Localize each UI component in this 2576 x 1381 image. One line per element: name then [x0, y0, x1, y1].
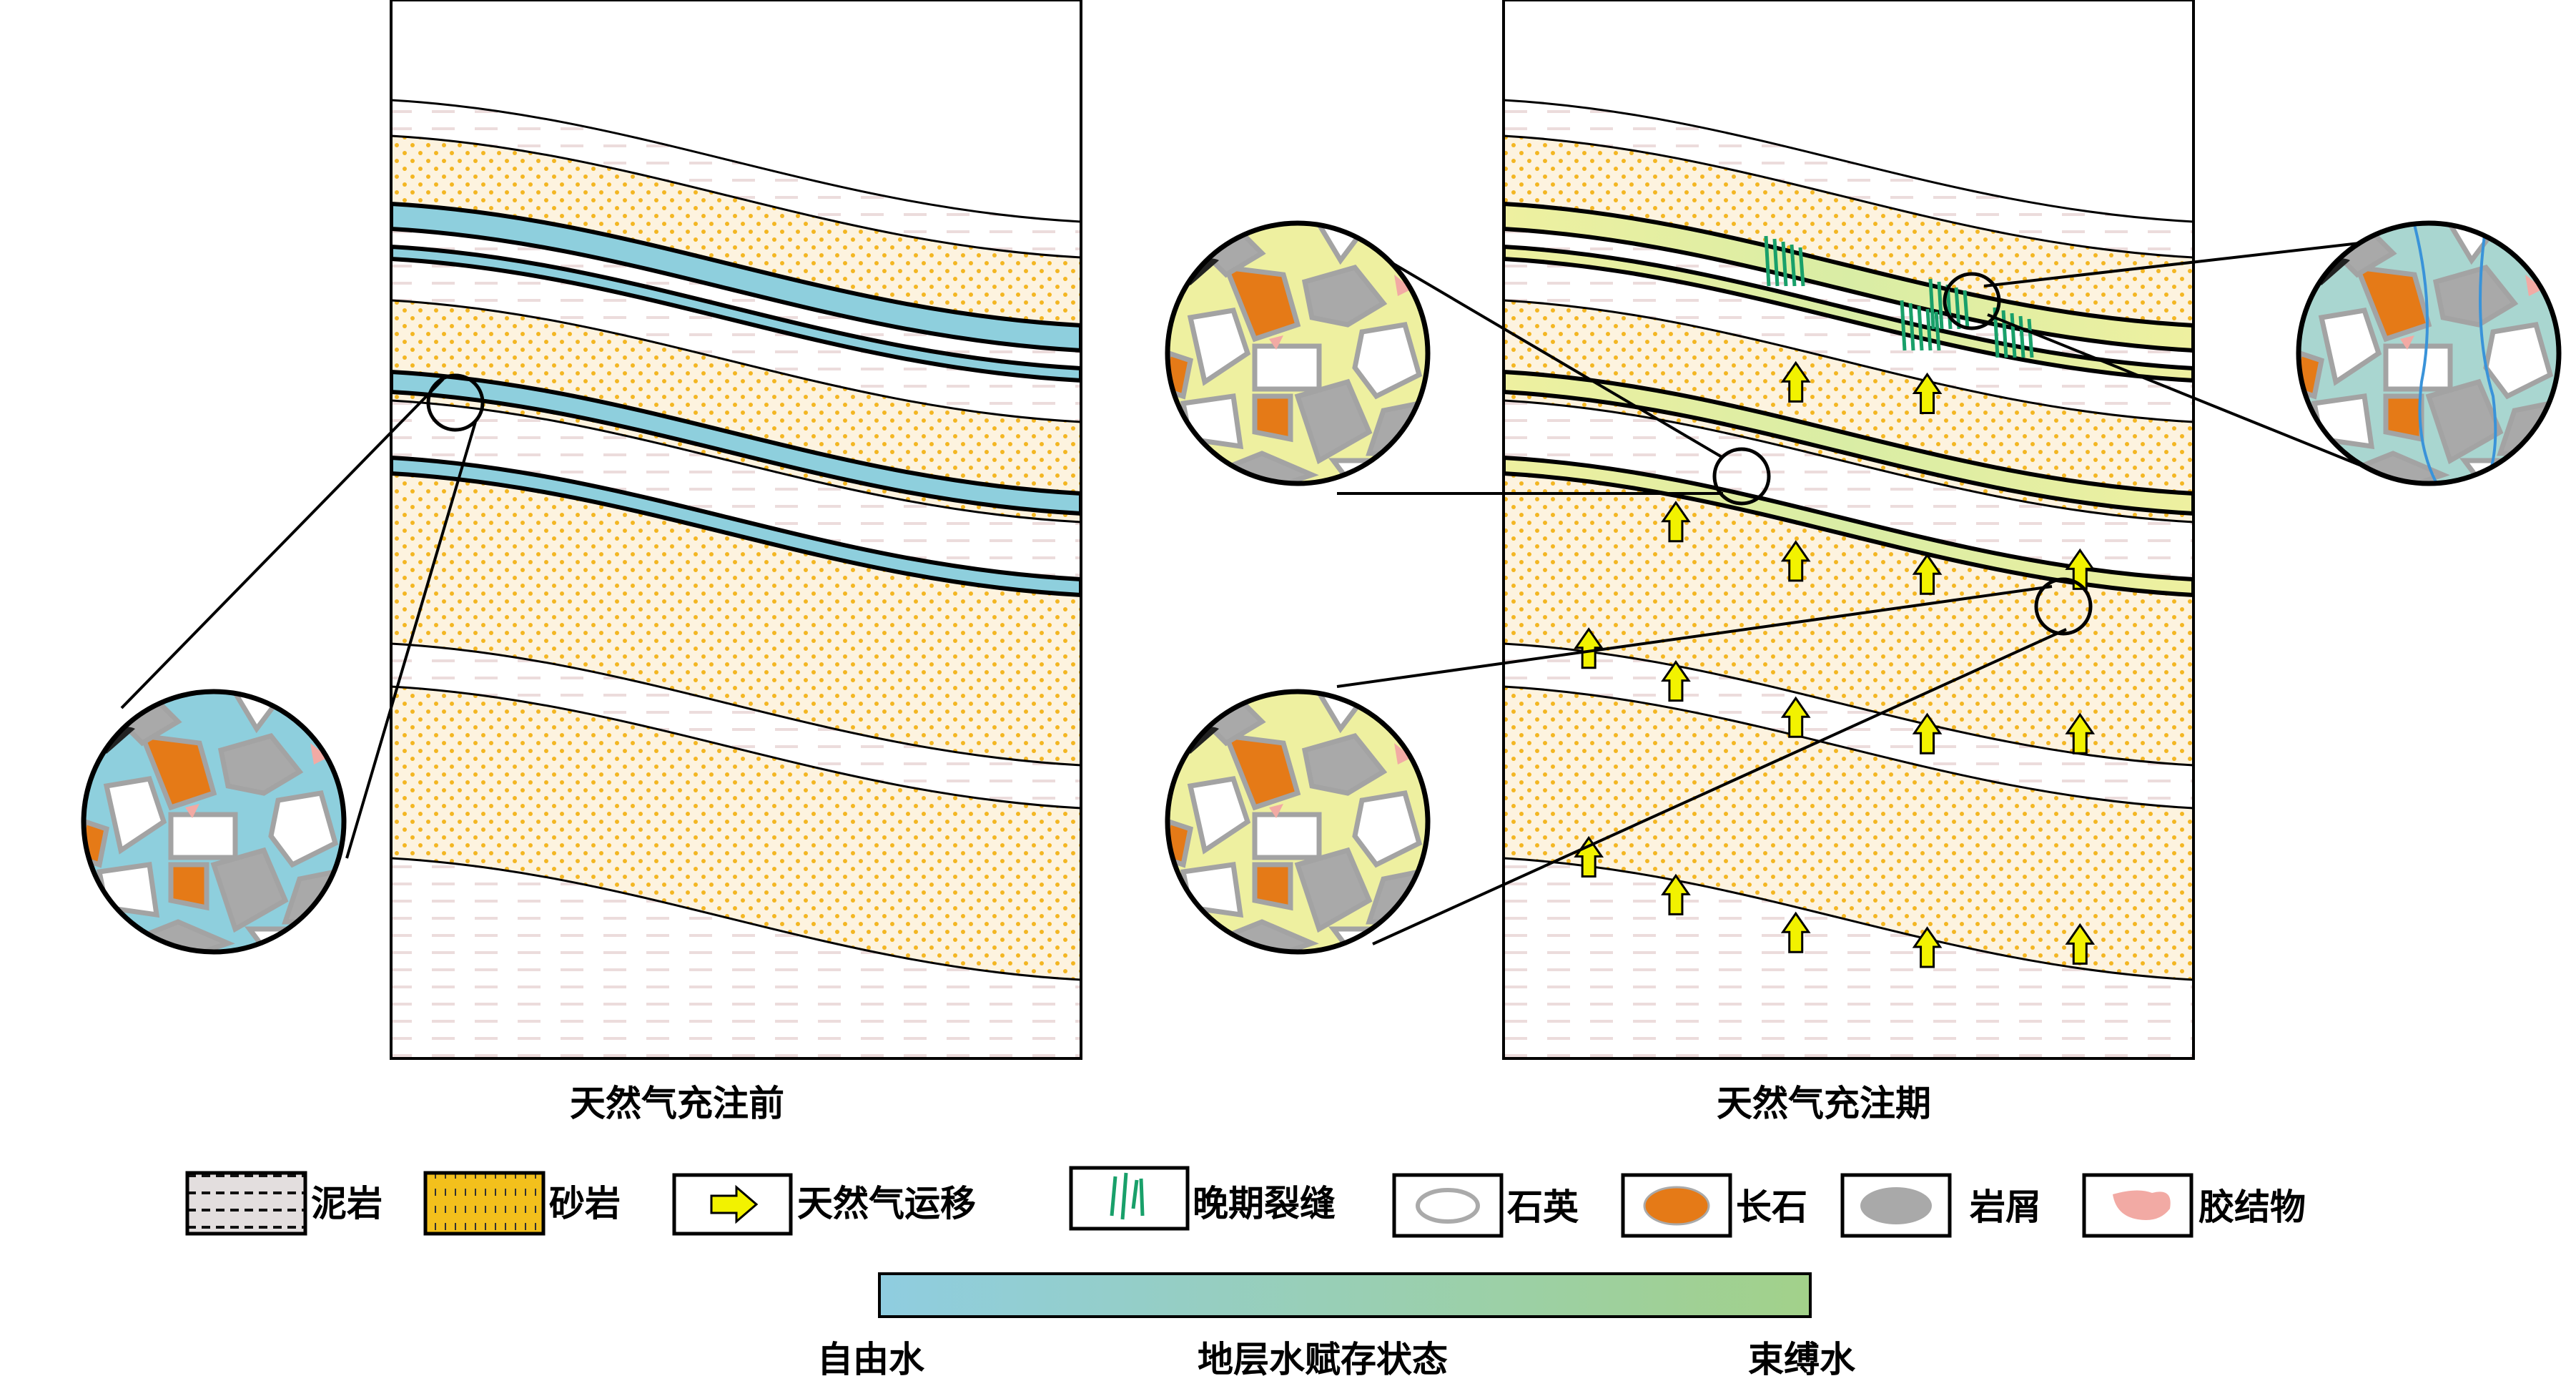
legend-label: 砂岩: [549, 1183, 621, 1224]
cement-icon: [2113, 1190, 2171, 1220]
fracture-icon: [1772, 238, 1780, 287]
fracture-icon: [2027, 318, 2034, 358]
gradient-left-label: 自由水: [817, 1339, 925, 1380]
gradient-title: 地层水赋存状态: [1198, 1339, 1448, 1380]
legend-label: 岩屑: [1970, 1186, 2041, 1228]
strata-layers: [391, 99, 1081, 1058]
bed-boundary: [1504, 642, 2193, 767]
reservoir-layer: [391, 369, 1081, 516]
sandstone-layer: [391, 136, 1081, 336]
bed-boundary: [1504, 399, 2193, 524]
bed-boundary: [1504, 857, 2193, 981]
legend-late-fracture: 晚期裂缝: [1069, 1166, 1336, 1231]
gradient-bar: [878, 1272, 1812, 1318]
feldspar-grain-icon: [1643, 1186, 1710, 1226]
fracture-icon: [1925, 308, 1933, 351]
fracture-icon: [1917, 305, 1924, 351]
sandstone-layer: [391, 300, 1081, 522]
fracture-icon: [1798, 247, 1805, 287]
magnified-view-free-water: [81, 689, 347, 955]
fracture-icon: [2001, 310, 2008, 358]
panel-before-charging: [391, 0, 1081, 1058]
fracture-icon: [1928, 278, 1935, 330]
legend-label: 长石: [1736, 1186, 1807, 1228]
water-state-gradient: 自由水 地层水赋存状态 束缚水: [817, 1272, 1856, 1380]
fracture-icon: [1954, 287, 1961, 330]
bed-boundary: [1504, 299, 2193, 423]
bed-boundary: [391, 685, 1081, 810]
fracture-icon: [2018, 315, 2025, 358]
magnified-view-gas-upper: [1165, 220, 1431, 486]
legend-gas-migration: 天然气运移: [672, 1173, 976, 1236]
legend-label: 泥岩: [311, 1183, 383, 1224]
fracture-icon: [1900, 300, 1907, 351]
bed-boundary: [391, 857, 1081, 981]
panel-title-before: 天然气充注前: [570, 1083, 784, 1124]
legend-label: 天然气运移: [797, 1183, 976, 1224]
sandstone-layer: [1504, 300, 2193, 522]
magnifier-connectors: [120, 242, 2360, 945]
sandstone-layer: [1504, 687, 2193, 980]
sandstone-layer: [391, 687, 1081, 980]
reservoir-layer: [1504, 244, 2193, 383]
sandstone-layer: [1504, 136, 2193, 336]
bed-boundary: [391, 99, 1081, 223]
legend-cement: 胶结物: [2082, 1173, 2306, 1238]
legend-feldspar: 长石: [1621, 1173, 1807, 1238]
rock-fragment-icon: [1860, 1187, 1932, 1224]
fracture-icon: [1790, 244, 1797, 287]
legend-label: 石英: [1507, 1186, 1579, 1228]
magnified-view-gas-lower: [1165, 689, 1431, 955]
reservoir-layer: [1504, 201, 2193, 353]
fracture-icon: [1934, 311, 1941, 351]
magnifier-small-circles: [426, 272, 2093, 636]
fracture-icon: [2010, 313, 2017, 358]
green-fracture-icon: [1110, 1172, 1145, 1220]
legend-label: 胶结物: [2199, 1186, 2306, 1228]
bed-boundary: [391, 642, 1081, 767]
reservoir-layer: [391, 455, 1081, 598]
legend-rock-fragment: 岩屑: [1840, 1173, 2041, 1238]
legend-mudstone: 泥岩: [185, 1171, 383, 1236]
reservoir-layer: [1504, 369, 2193, 516]
fracture-icon: [1764, 235, 1771, 287]
panel-before-frame: [390, 0, 1082, 1060]
bed-boundary: [391, 299, 1081, 423]
sandstone-layer: [391, 465, 1081, 765]
bed-boundary: [391, 134, 1081, 259]
legend-sandstone: 砂岩: [423, 1171, 621, 1236]
bed-boundary: [1504, 134, 2193, 259]
quartz-grain-icon: [1416, 1188, 1480, 1224]
fracture-icon: [1937, 281, 1944, 330]
bed-boundary: [391, 399, 1081, 524]
reservoir-layer: [391, 201, 1081, 353]
yellow-arrow-icon: [710, 1184, 759, 1224]
legend: 泥岩 砂岩 天然气运移 晚期裂缝 石英 长石 岩屑: [185, 1166, 2306, 1380]
gradient-right-label: 束缚水: [1748, 1339, 1856, 1380]
fracture-icon: [1963, 290, 1970, 330]
bed-boundary: [1504, 99, 2193, 223]
panel-during-frame: [1502, 0, 2195, 1060]
bed-boundary: [1504, 685, 2193, 810]
legend-label: 晚期裂缝: [1193, 1183, 1336, 1224]
panel-during-charging: [1504, 0, 2193, 1058]
fracture-icon: [1908, 303, 1915, 351]
magnified-view-fractured: [2296, 220, 2562, 486]
legend-quartz: 石英: [1392, 1173, 1579, 1238]
sandstone-swatch: [423, 1171, 546, 1236]
fracture-icon: [1781, 241, 1788, 287]
reservoir-layer: [391, 244, 1081, 383]
panel-title-during: 天然气充注期: [1717, 1083, 1931, 1124]
mudstone-swatch: [185, 1171, 307, 1236]
